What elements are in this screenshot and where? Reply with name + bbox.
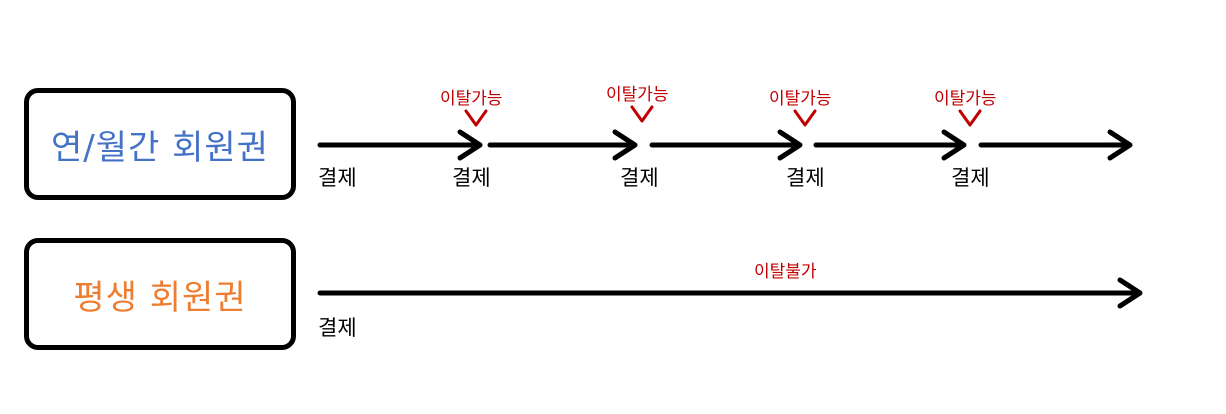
periodic-payment-label-2: 결제 [452,166,491,190]
exit-possible-label-2: 이탈가능 [606,85,669,105]
periodic-arrowhead-4 [941,129,967,161]
exit-possible-label-1: 이탈가능 [440,89,503,109]
lifetime-arrowhead [1117,277,1143,309]
periodic-arrowhead-3 [777,129,803,161]
exit-check-mark-2 [630,105,654,123]
periodic-payment-label-4: 결제 [786,166,825,190]
exit-possible-label-3: 이탈가능 [769,89,832,109]
exit-check-mark-3 [793,109,817,127]
periodic-membership-box: 연/월간 회원권 [24,88,296,200]
lifetime-membership-box: 평생 회원권 [24,238,296,350]
periodic-arrowhead-2 [612,129,638,161]
exit-possible-label-4: 이탈가능 [934,89,997,109]
lifetime-membership-label: 평생 회원권 [73,277,247,318]
exit-check-mark-1 [464,109,488,127]
periodic-payment-label-5: 결제 [951,166,990,190]
periodic-membership-label: 연/월간 회원권 [51,127,269,168]
periodic-arrowhead-1 [457,129,483,161]
periodic-payment-label-3: 결제 [620,166,659,190]
periodic-payment-label-1: 결제 [318,166,357,190]
exit-impossible-label: 이탈불가 [754,262,817,282]
periodic-arrowhead-5 [1107,129,1133,161]
exit-check-mark-4 [958,109,982,127]
lifetime-payment-label: 결제 [318,316,357,340]
